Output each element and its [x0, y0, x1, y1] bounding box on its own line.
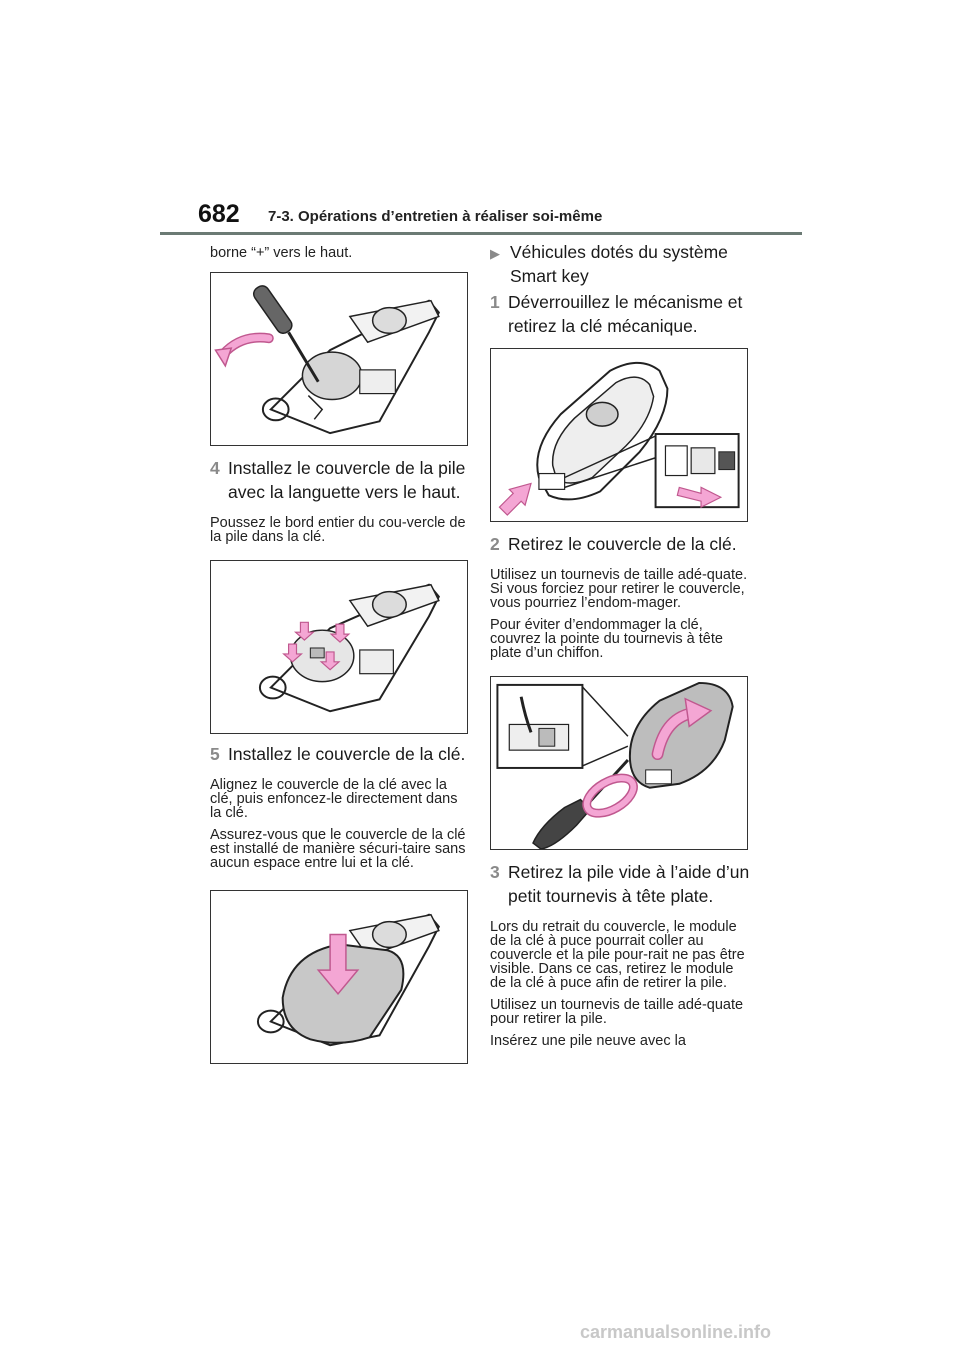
left-column: borne “+” vers le haut. 4 Installez le c… [210, 246, 470, 1064]
figure-mechanical-key-removal [490, 348, 748, 522]
intro-text: borne “+” vers le haut. [210, 245, 353, 261]
step-5: 5 Installez le couvercle de la clé. [210, 742, 470, 766]
step-number: 2 [490, 534, 500, 554]
step-3-note-3: Insérez une pile neuve avec la [490, 1033, 686, 1049]
step-text: Installez le couvercle de la clé. [228, 744, 466, 764]
section-title: 7-3. Opérations d’entretien à réaliser s… [268, 208, 603, 225]
step-3: 3 Retirez la pile vide à l’aide d’un pet… [490, 860, 750, 908]
step-text: Installez le couvercle de la pile avec l… [228, 458, 466, 502]
step-text: Retirez le couvercle de la clé. [508, 534, 737, 554]
figure-key-cover-install [210, 890, 468, 1064]
step-text: Déverrouillez le mécanisme et retirez la… [508, 292, 743, 336]
smart-key-cover-removal-illustration [496, 681, 734, 849]
smart-key-mechanical-key-illustration [498, 361, 740, 516]
figure-key-cover-removal [490, 676, 748, 850]
step-5-note-1: Alignez le couvercle de la clé avec la c… [210, 777, 458, 821]
step-5-note-2: Assurez-vous que le couvercle de la clé … [210, 827, 466, 871]
heading-text: Véhicules dotés du système Smart key [510, 242, 728, 286]
step-2: 2 Retirez le couvercle de la clé. [490, 532, 750, 556]
page-number: 682 [198, 200, 240, 228]
step-1: 1 Déverrouillez le mécanisme et retirez … [490, 290, 750, 338]
page-header: 682 7-3. Opérations d’entretien à réalis… [198, 200, 802, 240]
figure-screwdriver-battery [210, 272, 468, 446]
step-number: 3 [490, 862, 500, 882]
header-rule [160, 232, 802, 235]
step-number: 1 [490, 292, 500, 312]
watermark: carmanualsonline.info [580, 1322, 772, 1342]
step-number: 4 [210, 458, 220, 478]
key-cover-press-illustration [256, 913, 441, 1047]
step-2-note-1: Utilisez un tournevis de taille adé-quat… [490, 567, 748, 611]
triangle-bullet-icon: ▶ [490, 246, 500, 261]
step-3-note-2: Utilisez un tournevis de taille adé-quat… [490, 997, 744, 1027]
smart-key-heading: ▶ Véhicules dotés du système Smart key [490, 240, 750, 288]
step-2-note-2: Pour éviter d’endommager la clé, couvrez… [490, 617, 723, 661]
step-text: Retirez la pile vide à l’aide d’un petit… [508, 862, 750, 906]
step-4: 4 Installez le couvercle de la pile avec… [210, 456, 470, 504]
key-battery-cover-illustration [258, 583, 441, 713]
step-4-note: Poussez le bord entier du cou-vercle de … [210, 515, 466, 545]
step-number: 5 [210, 744, 220, 764]
right-column: ▶ Véhicules dotés du système Smart key 1… [490, 240, 750, 1048]
step-3-note-1: Lors du retrait du couvercle, le module … [490, 919, 745, 991]
key-open-screwdriver-illustration [214, 285, 441, 435]
figure-battery-cover-install [210, 560, 468, 734]
